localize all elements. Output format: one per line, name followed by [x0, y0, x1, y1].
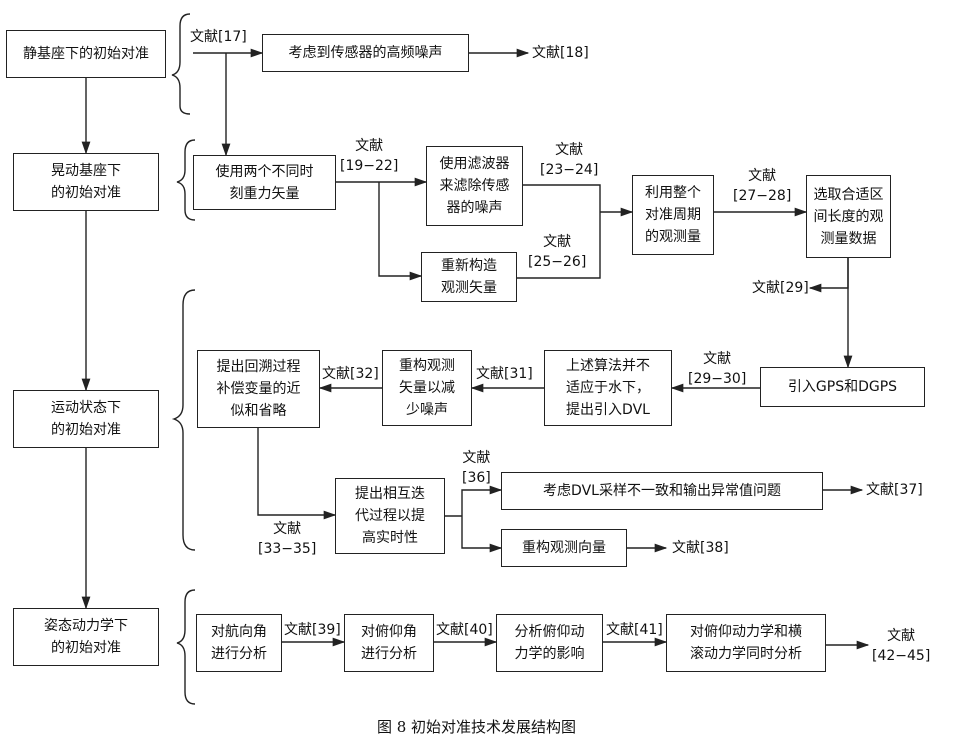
arrow-select-to-r29: [808, 258, 849, 293]
ref-19-22: 文献 [19−22]: [340, 138, 399, 174]
box-dvl-sampling: 考虑DVL采样不一致和输出异常值问题: [501, 472, 823, 510]
arrow-to-dvl-sampling: [461, 485, 503, 516]
box-dvl: 上述算法并不 适应于水下， 提出引入DVL: [544, 350, 672, 426]
brace-moving: [171, 289, 196, 551]
stage-swaying: 晃动基座下 的初始对准: [13, 153, 159, 211]
ref-39: 文献[39]: [284, 622, 341, 638]
ref-27-28: 文献 [27−28]: [733, 168, 792, 204]
box-two-gravity: 使用两个不同时 刻重力矢量: [193, 155, 336, 210]
stage-moving: 运动状态下 的初始对准: [13, 390, 159, 448]
ref-17: 文献[17]: [190, 29, 247, 45]
arrow-to-reconstruct-obs: [461, 516, 503, 553]
brace-swaying: [176, 139, 196, 221]
ref-41: 文献[41]: [606, 622, 663, 638]
ref-31: 文献[31]: [476, 366, 533, 382]
ref-29: 文献[29]: [752, 280, 809, 296]
ref-37: 文献[37]: [866, 482, 923, 498]
ref-25-26: 文献 [25−26]: [528, 234, 587, 270]
box-select-interval: 选取合适区 间长度的观 测量数据: [806, 175, 891, 258]
ref-33-35: 文献 [33−35]: [258, 521, 317, 557]
brace-attitude: [176, 589, 196, 705]
box-backtrack: 提出回溯过程 补偿变量的近 似和省略: [197, 350, 320, 428]
box-heading: 对航向角 进行分析: [196, 614, 282, 672]
line-reconstruct-to-merge: [517, 212, 601, 279]
ref-40: 文献[40]: [436, 622, 493, 638]
ref-23-24: 文献 [23−24]: [540, 142, 599, 178]
box-pitch-roll: 对俯仰动力学和横 滚动力学同时分析: [666, 614, 826, 672]
stage-static: 静基座下的初始对准: [6, 30, 166, 78]
box-reduce-noise: 重构观测 矢量以减 少噪声: [382, 350, 472, 426]
ref-29-30: 文献 [29−30]: [688, 351, 747, 387]
box-pitch-dyn: 分析俯仰动 力学的影响: [496, 614, 603, 672]
box-hf-noise: 考虑到传感器的高频噪声: [262, 34, 469, 72]
box-pitch: 对俯仰角 进行分析: [344, 614, 434, 672]
ref-32: 文献[32]: [322, 366, 379, 382]
ref-18: 文献[18]: [532, 45, 589, 61]
arrow-branch-to-reconstruct-vec: [378, 182, 423, 281]
box-whole-period: 利用整个 对准周期 的观测量: [632, 175, 714, 255]
ref-42-45: 文献 [42−45]: [872, 628, 931, 664]
box-filter-noise: 使用滤波器 来滤除传感 器的噪声: [426, 146, 523, 226]
box-reconstruct-vec: 重新构造 观测矢量: [421, 252, 517, 302]
box-reconstruct-obs: 重构观测向量: [501, 529, 627, 567]
ref-36: 文献 [36]: [462, 450, 491, 486]
box-mutual-iter: 提出相互迭 代过程以提 高实时性: [335, 478, 445, 554]
box-gps: 引入GPS和DGPS: [760, 367, 925, 407]
figure-caption: 图 8 初始对准技术发展结构图: [376, 718, 577, 736]
stage-attitude: 姿态动力学下 的初始对准: [13, 608, 159, 666]
ref-38: 文献[38]: [672, 540, 729, 556]
arrow-backtrack-to-mutual-iter: [257, 428, 337, 520]
brace-static: [171, 13, 191, 115]
line-filter-to-merge: [523, 184, 601, 212]
